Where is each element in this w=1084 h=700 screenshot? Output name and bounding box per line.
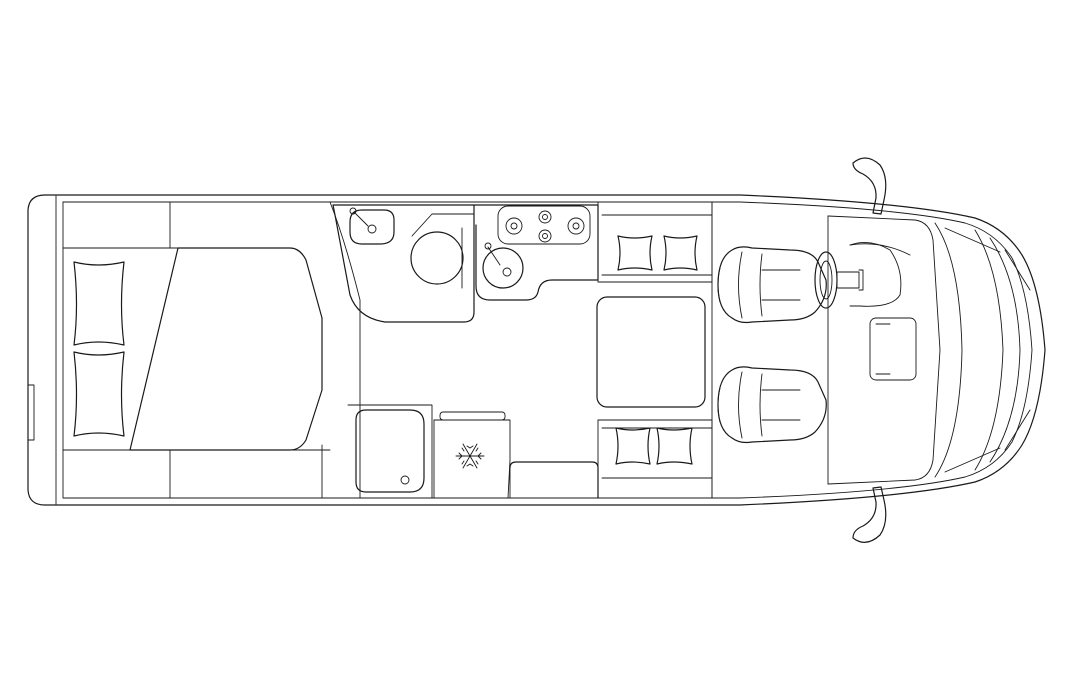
cushion-1 <box>617 235 653 271</box>
lower-counter <box>509 461 599 499</box>
vehicle-body <box>27 194 1046 506</box>
cushion-3 <box>615 427 651 465</box>
snowflake-icon <box>455 443 485 469</box>
right-mirror <box>852 486 887 543</box>
pillow-bottom <box>73 351 125 437</box>
cab-partition <box>711 201 941 499</box>
pillow-top <box>73 261 125 346</box>
kitchen-sink <box>482 242 524 289</box>
washroom <box>332 204 475 323</box>
dashboard <box>849 241 917 381</box>
lounge-table <box>596 296 706 408</box>
kitchen-counter <box>473 204 599 301</box>
passenger-seat <box>717 366 827 444</box>
rear-bed <box>62 201 361 499</box>
wash-basin <box>349 207 395 245</box>
toilet <box>410 227 464 289</box>
left-mirror <box>852 157 887 215</box>
steering-wheel-icon <box>814 251 864 309</box>
cushion-4 <box>656 427 693 465</box>
driver-seat <box>717 246 827 324</box>
hob-icon <box>497 205 591 245</box>
bench-right <box>597 419 713 499</box>
fridge <box>433 411 511 499</box>
cushion-2 <box>663 235 698 271</box>
shower <box>347 404 433 499</box>
